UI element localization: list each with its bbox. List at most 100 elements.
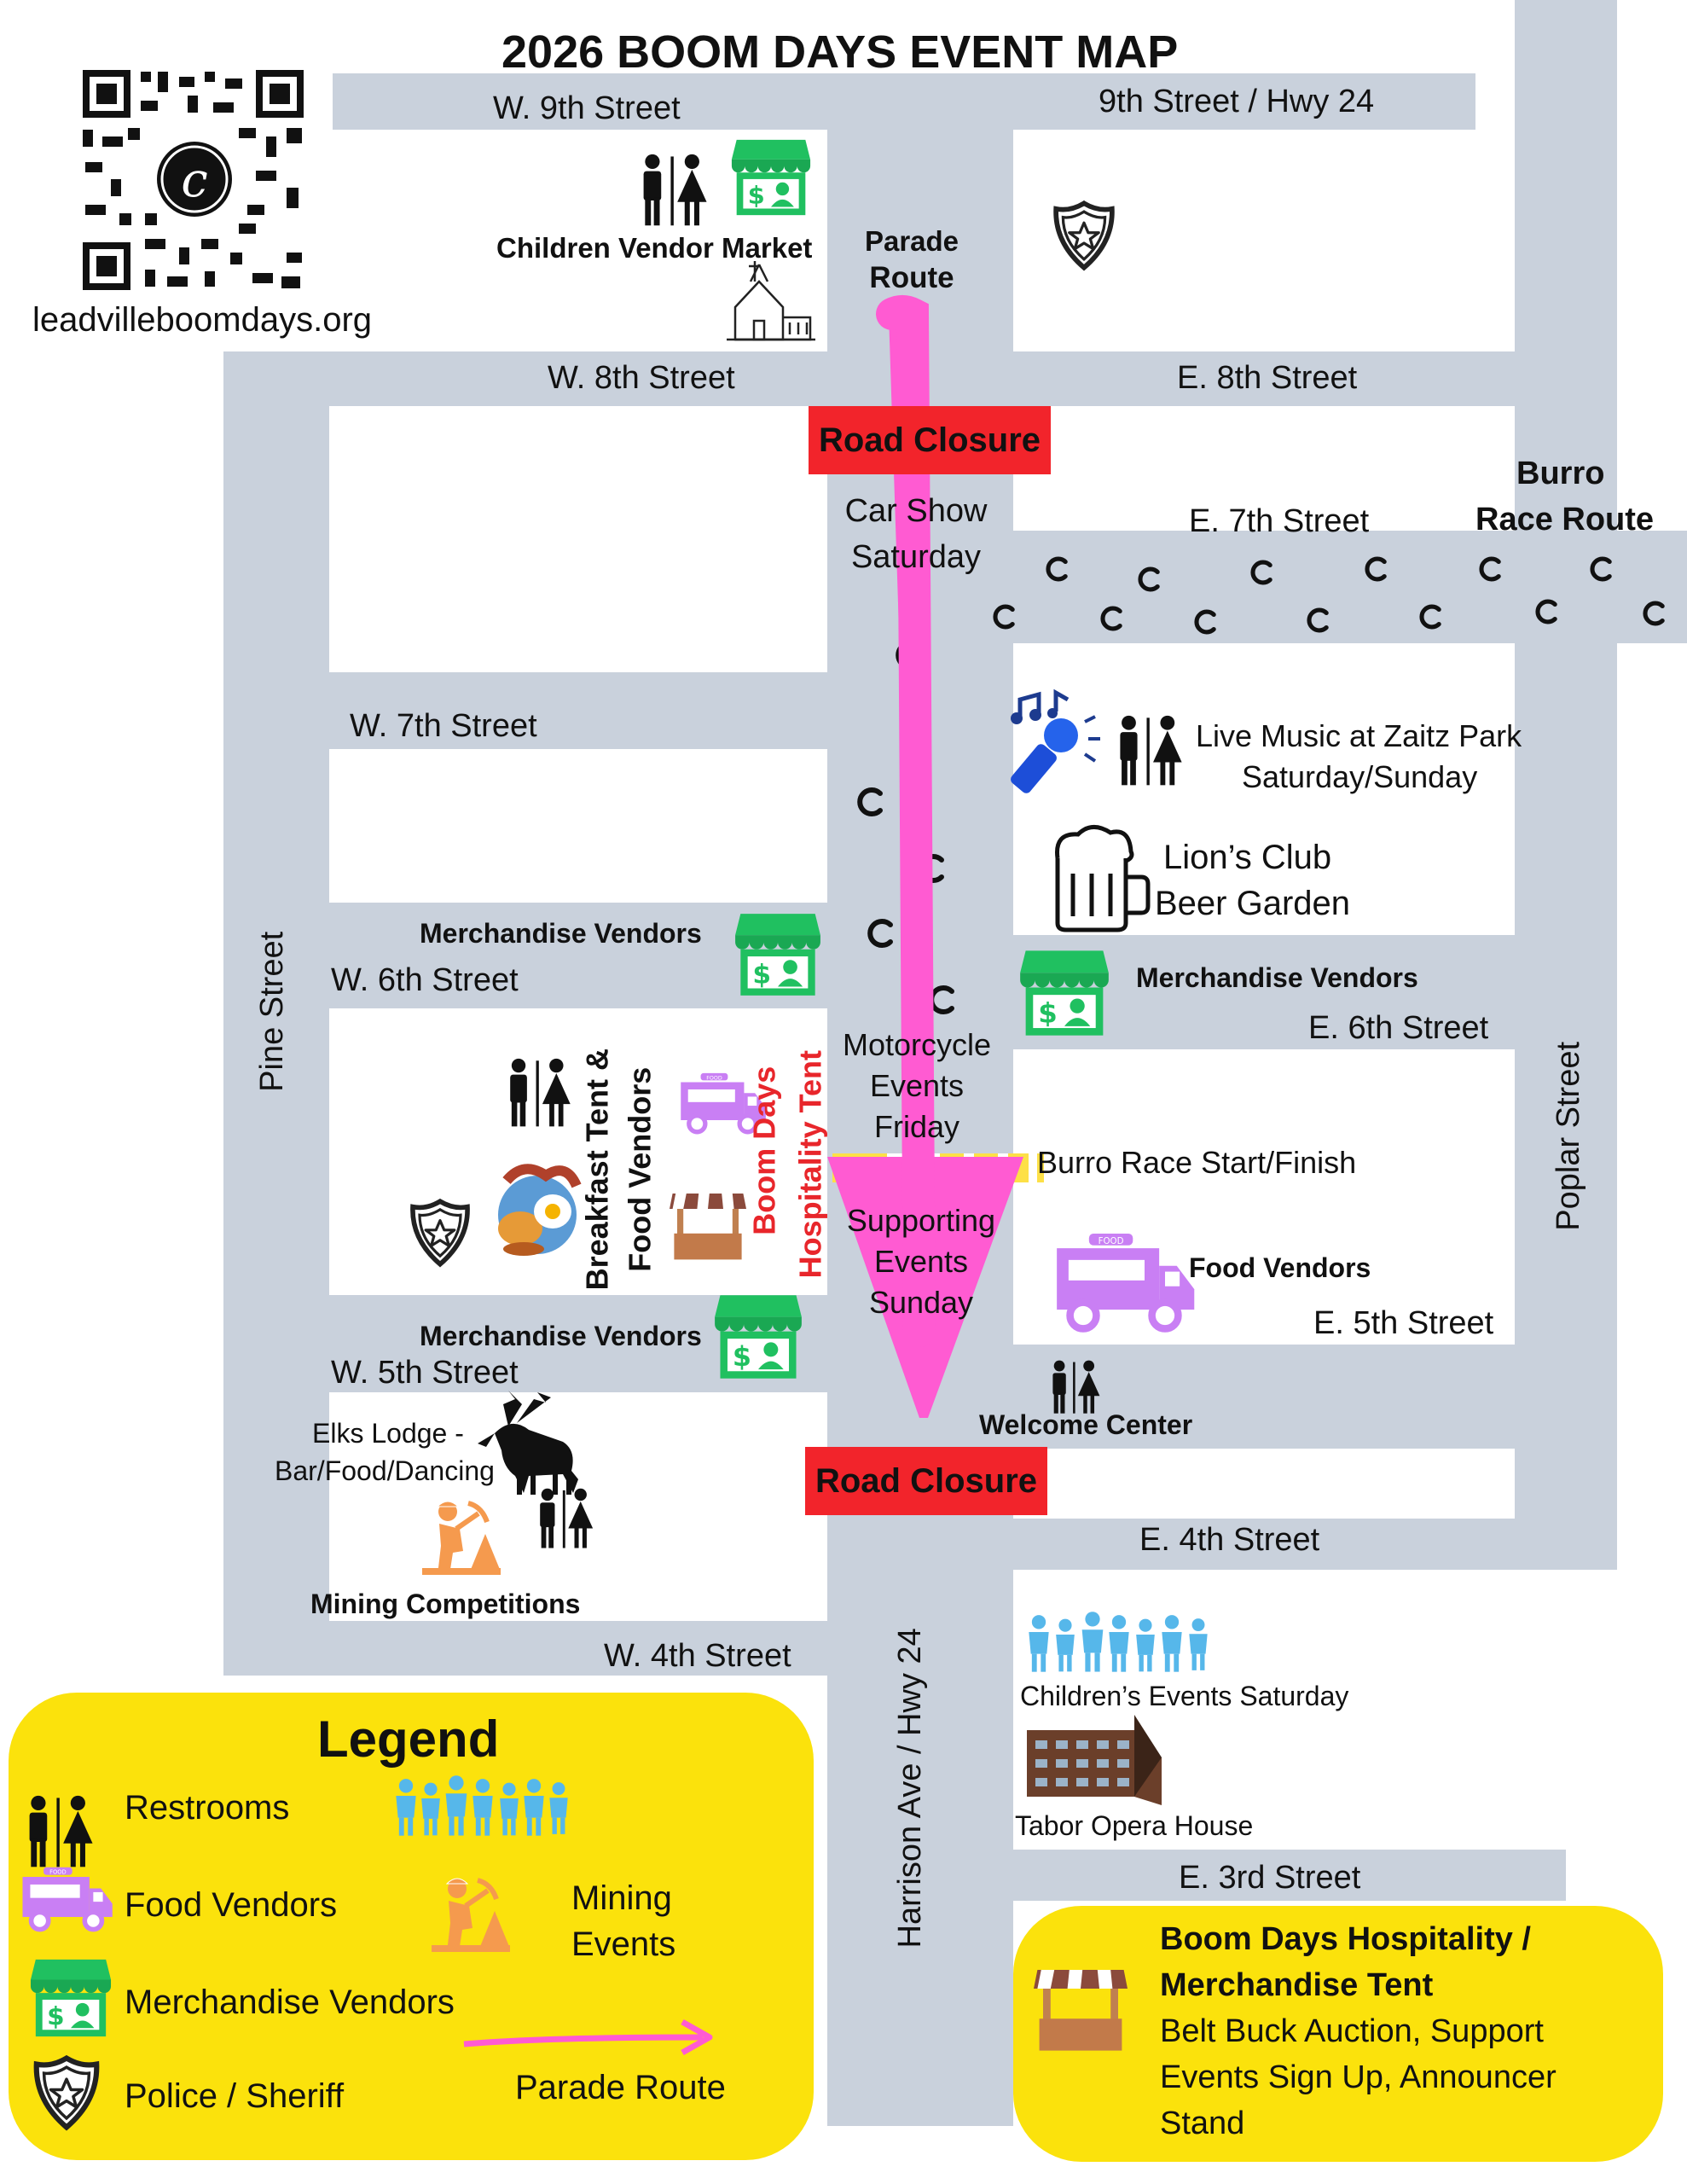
street-w5th: W. 5th Street	[331, 1355, 519, 1391]
hospitality-tent-label: Hospitality Tent	[792, 1050, 828, 1279]
legend-merchandise-vendors: Merchandise Vendors	[125, 1984, 455, 2021]
street-9th-hwy24: 9th Street / Hwy 24	[1099, 84, 1375, 119]
lions-club-label-2: Beer Garden	[1155, 885, 1351, 922]
map-title: 2026 BOOM DAYS EVENT MAP	[501, 26, 1179, 78]
beer-mug-icon	[1055, 825, 1151, 932]
road-closure-south: Road Closure	[805, 1447, 1047, 1515]
food-vendors-label-e5th: Food Vendors	[1189, 1252, 1371, 1283]
tabor-opera-label: Tabor Opera House	[1015, 1810, 1254, 1841]
hospitality-line-1: Belt Buck Auction, Support	[1160, 2013, 1544, 2049]
street-w8th: W. 8th Street	[548, 360, 735, 396]
supporting-events-label-2: Events	[873, 1244, 969, 1279]
merchandise-vendor-icon	[1020, 950, 1109, 1036]
merchandise-vendor-icon	[715, 1295, 802, 1379]
svg-text:c: c	[181, 153, 207, 208]
church-icon	[727, 261, 815, 341]
parade-arrow-icon	[827, 295, 1023, 1418]
breakfast-plate-icon	[498, 1164, 582, 1256]
merchandise-vendors-label-w5th: Merchandise Vendors	[420, 1321, 702, 1351]
restroom-icon	[29, 1795, 93, 1867]
hospitality-tent-icon	[670, 1194, 746, 1260]
street-harrison-hwy24: Harrison Ave / Hwy 24	[892, 1628, 929, 1949]
elks-lodge-label-1: Elks Lodge -	[312, 1418, 464, 1449]
restroom-icon	[1120, 715, 1182, 786]
legend-police: Police / Sheriff	[125, 2077, 345, 2115]
police-badge-icon	[413, 1201, 467, 1264]
merchandise-vendor-icon	[731, 139, 811, 216]
restroom-icon	[510, 1058, 571, 1127]
merchandise-vendor-icon	[30, 1959, 112, 2037]
burro-start-finish-label: Burro Race Start/Finish	[1037, 1145, 1357, 1180]
legend-mining-2: Events	[571, 1926, 676, 1963]
legend-mining-1: Mining	[571, 1879, 672, 1917]
childrens-events-label: Children’s Events Saturday	[1020, 1681, 1349, 1711]
qr-code-icon: c	[81, 68, 304, 292]
legend-restrooms: Restrooms	[125, 1789, 290, 1827]
mining-competitions-label: Mining Competitions	[310, 1589, 581, 1619]
street-e5th: E. 5th Street	[1313, 1305, 1494, 1341]
street-e6th: E. 6th Street	[1308, 1010, 1489, 1046]
legend-parade-route: Parade Route	[515, 2069, 726, 2106]
street-w6th: W. 6th Street	[331, 962, 519, 998]
music-microphone-icon	[1011, 688, 1100, 793]
supporting-events-label-3: Sunday	[868, 1285, 974, 1320]
street-poplar: Poplar Street	[1551, 1041, 1587, 1231]
legend-title: Legend	[317, 1711, 500, 1768]
live-music-label-2: Saturday/Sunday	[1242, 759, 1478, 794]
street-e3rd: E. 3rd Street	[1179, 1860, 1361, 1896]
car-show-label-1: Car Show	[844, 493, 988, 529]
street-w4th: W. 4th Street	[604, 1638, 791, 1674]
merchandise-vendors-label-w6th: Merchandise Vendors	[420, 918, 702, 949]
hospitality-line-2: Events Sign Up, Announcer	[1160, 2059, 1557, 2095]
street-pine: Pine Street	[254, 931, 291, 1092]
elks-lodge-label-2: Bar/Food/Dancing	[275, 1455, 495, 1486]
street-w7th: W. 7th Street	[350, 708, 537, 744]
parade-route-label-2: Route	[869, 261, 954, 294]
street-e8th: E. 8th Street	[1177, 360, 1358, 396]
legend-icons	[9, 1775, 713, 2160]
parade-route-label-1: Parade	[864, 225, 959, 257]
live-music-label-1: Live Music at Zaitz Park	[1196, 718, 1522, 753]
lions-club-label-1: Lion’s Club	[1163, 839, 1332, 876]
merchandise-vendors-label-e6th: Merchandise Vendors	[1136, 962, 1418, 993]
miner-icon	[422, 1502, 501, 1575]
car-show-label-2: Saturday	[850, 539, 982, 575]
hospitality-title-1: Boom Days Hospitality /	[1160, 1921, 1531, 1957]
street-e4th: E. 4th Street	[1139, 1522, 1320, 1558]
motorcycle-label-1: Motorcycle	[842, 1027, 992, 1062]
elk-icon	[478, 1391, 578, 1495]
children-vendor-market-label: Children Vendor Market	[496, 232, 813, 264]
burro-race-route-label-1: Burro	[1516, 456, 1605, 491]
road-closure-north: Road Closure	[809, 406, 1051, 474]
welcome-center-label: Welcome Center	[979, 1409, 1193, 1440]
food-truck-icon	[1057, 1234, 1194, 1328]
website-link[interactable]: leadvilleboomdays.org	[32, 301, 373, 339]
police-badge-icon	[37, 2059, 97, 2128]
restroom-icon	[540, 1488, 594, 1548]
legend-food-vendors: Food Vendors	[125, 1886, 338, 1924]
hospitality-title-2: Merchandise Tent	[1160, 1967, 1434, 2003]
children-icon	[396, 1775, 568, 1836]
restroom-icon	[643, 154, 707, 226]
motorcycle-label-2: Events	[869, 1068, 965, 1103]
children-icon	[1029, 1612, 1208, 1672]
food-truck-icon	[22, 1867, 112, 1930]
street-e7th: E. 7th Street	[1189, 503, 1370, 539]
merchandise-vendor-icon	[735, 914, 820, 996]
breakfast-tent-label: Breakfast Tent &	[579, 1048, 615, 1291]
police-badge-icon	[1056, 203, 1112, 267]
opera-house-icon	[1027, 1715, 1162, 1805]
parade-arrow-icon	[463, 2034, 704, 2048]
hospitality-line-3: Stand	[1160, 2106, 1245, 2141]
motorcycle-label-3: Friday	[873, 1109, 960, 1144]
hospitality-tent-icon	[1034, 1970, 1128, 2051]
miner-icon	[432, 1879, 510, 1952]
food-vendors-vertical-label: Food Vendors	[622, 1066, 658, 1272]
hospitality-info-box: Boom Days Hospitality / Merchandise Tent…	[1013, 1906, 1663, 2162]
boom-days-label: Boom Days	[746, 1066, 782, 1235]
burro-race-route-label-2: Race Route	[1475, 502, 1655, 537]
legend-panel: Legend Restrooms Food Vendors Mining Eve…	[9, 1693, 814, 2160]
supporting-events-label-1: Supporting	[846, 1203, 996, 1238]
